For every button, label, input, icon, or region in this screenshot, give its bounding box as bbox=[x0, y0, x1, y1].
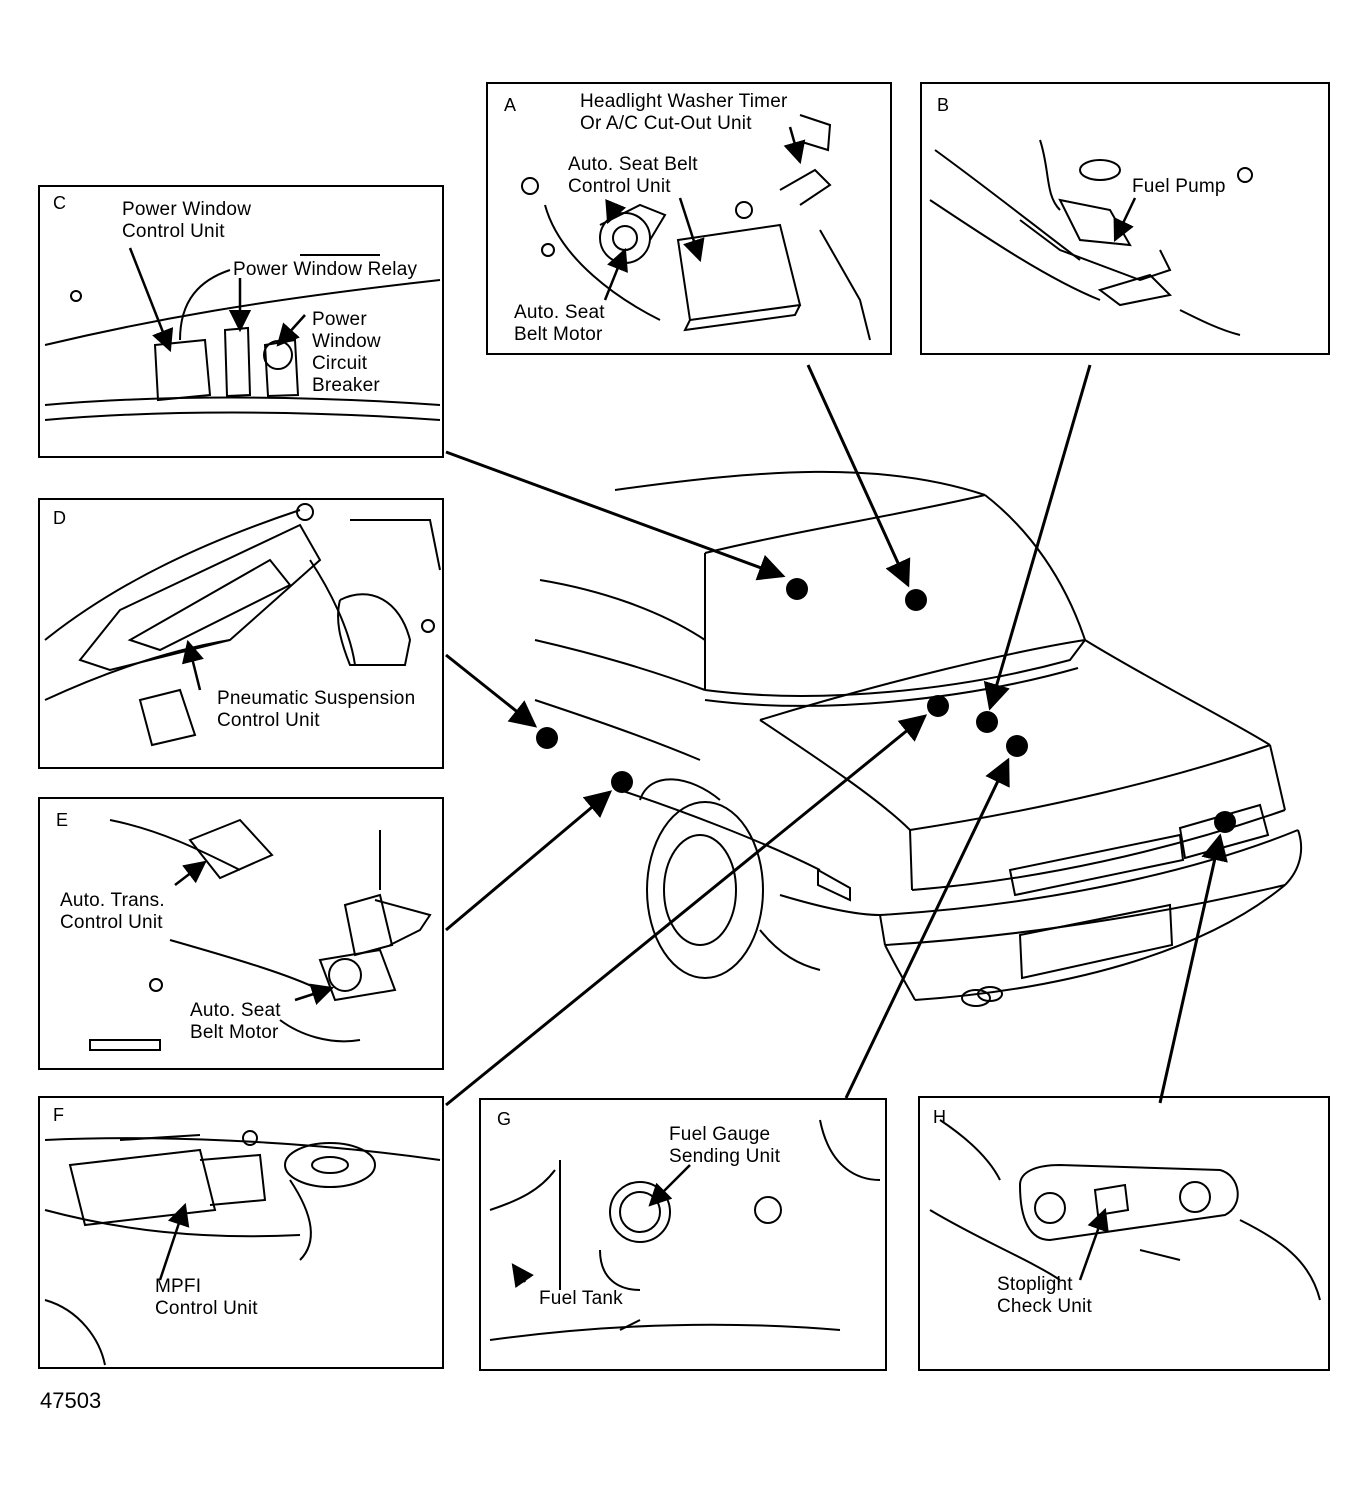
panel-H-sketch bbox=[929, 1119, 1321, 1301]
dot-A bbox=[905, 589, 927, 611]
dot-C bbox=[786, 578, 808, 600]
arrow-D bbox=[445, 653, 538, 728]
panel-letter: G bbox=[497, 1109, 512, 1129]
arrow-B bbox=[983, 364, 1092, 711]
car-outline bbox=[534, 470, 1303, 1007]
panel-F-sketch bbox=[44, 1130, 441, 1366]
panel-C: C Power Window Control Unit Power Window… bbox=[38, 185, 444, 458]
panel-A: A Headlight Washer Timer Or A/C Cut-Out … bbox=[486, 82, 892, 355]
arrow-G bbox=[844, 757, 1010, 1099]
panel-B-sketch bbox=[929, 139, 1253, 336]
panel-letter: B bbox=[937, 95, 950, 115]
panel-G: G Fuel Gauge Sending Unit Fuel Tank bbox=[479, 1098, 887, 1371]
arrow-H bbox=[1158, 833, 1228, 1104]
panel-E: E Auto. Trans. Control Unit Auto. Seat B… bbox=[38, 797, 444, 1070]
label-stoplight-check-unit: Stoplight Check Unit bbox=[997, 1274, 1092, 1317]
label-pneumatic-suspension-control-unit: Pneumatic Suspension Control Unit bbox=[217, 688, 416, 731]
panel-G-sketch bbox=[489, 1119, 881, 1341]
panel-letter: E bbox=[56, 810, 69, 830]
callout-arrows bbox=[445, 364, 1228, 1107]
label-fuel-gauge-sending-unit: Fuel Gauge Sending Unit bbox=[669, 1124, 781, 1167]
label-fuel-tank: Fuel Tank bbox=[539, 1288, 623, 1309]
dot-B bbox=[976, 711, 998, 733]
panel-leader-arrows bbox=[128, 126, 1137, 1289]
panel-H: H Stoplight Check Unit bbox=[918, 1096, 1330, 1371]
label-headlight-washer-timer: Headlight Washer Timer Or A/C Cut-Out Un… bbox=[580, 91, 788, 134]
panel-letter: D bbox=[53, 508, 67, 528]
arrow-A bbox=[806, 364, 911, 588]
label-fuel-pump: Fuel Pump bbox=[1132, 176, 1226, 197]
label-auto-seat-belt-motor: Auto. Seat Belt Motor bbox=[190, 1000, 281, 1043]
location-dots bbox=[536, 578, 1236, 833]
label-power-window-relay: Power Window Relay bbox=[233, 259, 418, 280]
panel-D: D Pneumatic Suspension Control Unit bbox=[38, 498, 444, 769]
dot-D bbox=[536, 727, 558, 749]
dot-E bbox=[611, 771, 633, 793]
panel-letter: H bbox=[933, 1107, 947, 1127]
arrow-C bbox=[445, 450, 786, 581]
arrow-F bbox=[445, 714, 928, 1107]
label-auto-seat-belt-control-unit: Auto. Seat Belt Control Unit bbox=[568, 154, 698, 197]
panel-B: B Fuel Pump bbox=[920, 82, 1330, 355]
label-auto-seat-belt-motor: Auto. Seat Belt Motor bbox=[514, 302, 605, 345]
panel-letter: C bbox=[53, 193, 67, 213]
panel-letter: F bbox=[53, 1105, 65, 1125]
dot-H bbox=[1214, 811, 1236, 833]
panel-letter: A bbox=[504, 95, 517, 115]
arrow-E bbox=[445, 790, 613, 932]
panel-D-sketch bbox=[44, 503, 441, 747]
label-power-window-control-unit: Power Window Control Unit bbox=[122, 199, 252, 242]
figure-number: 47503 bbox=[40, 1388, 102, 1413]
label-power-window-circuit-breaker: Power Window Circuit Breaker bbox=[312, 309, 381, 396]
dot-F bbox=[927, 695, 949, 717]
dot-G bbox=[1006, 735, 1028, 757]
label-mpfi-control-unit: MPFI Control Unit bbox=[155, 1276, 258, 1319]
panel-F: F MPFI Control Unit bbox=[38, 1096, 444, 1369]
label-auto-trans-control-unit: Auto. Trans. Control Unit bbox=[60, 890, 165, 933]
